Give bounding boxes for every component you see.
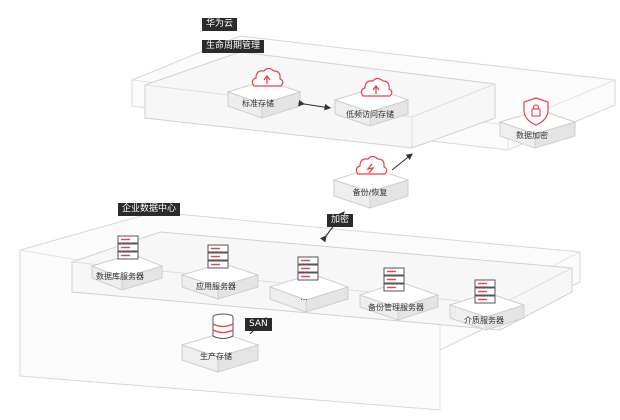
media-server-label: 介质服务器 — [464, 316, 504, 325]
db-server-box — [90, 253, 164, 291]
low-freq-storage-label: 低频访问存储 — [346, 110, 394, 119]
data-encryption-label: 数据加密 — [516, 131, 548, 140]
cloud-upload-icon — [360, 77, 393, 97]
backup-mgmt-server-box — [358, 281, 440, 321]
server-rack-icon — [207, 244, 229, 269]
encrypt-tag: 加密 — [327, 214, 354, 227]
standard-storage-label: 标准存储 — [242, 99, 274, 108]
backup-mgmt-server-label: 备份管理服务器 — [368, 303, 424, 312]
app-server-label: 应用服务器 — [196, 282, 236, 291]
backup-restore-box — [332, 167, 410, 209]
backup-to-cloud-arrow — [391, 153, 413, 171]
db-server-label: 数据库服务器 — [96, 272, 144, 281]
tiering-arrow — [298, 99, 332, 111]
server-rack-icon — [297, 256, 319, 281]
ellipsis-label: ... — [300, 293, 308, 302]
backup-restore-label: 备份/恢复 — [352, 188, 388, 197]
standard-storage-box — [226, 79, 302, 119]
lifecycle-title-tag: 生命周期管理 — [202, 40, 265, 53]
shield-lock-icon — [523, 97, 549, 126]
cloud-title-tag: 华为云 — [202, 18, 238, 31]
server-rack-icon — [117, 235, 139, 260]
media-server-box — [448, 292, 526, 331]
server-rack-icon — [383, 267, 405, 292]
cloud-sync-icon — [355, 155, 388, 175]
datacenter-title-tag: 企业数据中心 — [118, 203, 181, 216]
production-storage-box — [180, 332, 260, 373]
database-cylinder-icon — [212, 313, 234, 339]
cloud-upload-icon — [251, 67, 284, 87]
san-tag: SAN — [245, 318, 272, 331]
server-rack-icon — [474, 279, 496, 304]
production-storage-label: 生产存储 — [200, 352, 232, 361]
generic-server-box — [268, 273, 350, 313]
